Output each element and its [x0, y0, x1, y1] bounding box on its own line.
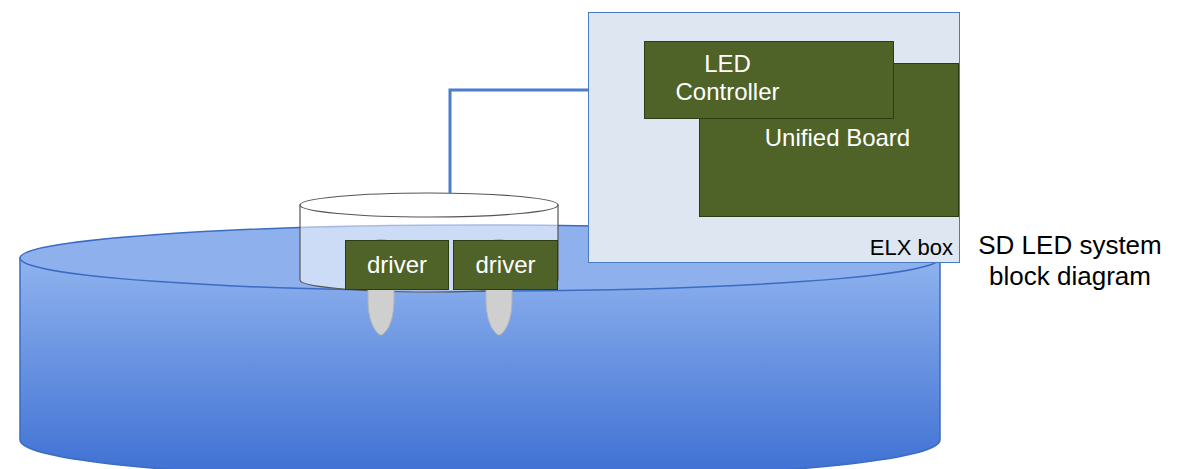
node-label: Unified Board — [730, 124, 945, 152]
controller-board: LED Controller — [644, 41, 894, 119]
driver-board: driver — [453, 240, 558, 290]
node-label: driver — [346, 241, 448, 289]
node-label: driver — [454, 241, 557, 289]
caption: SD LED system block diagram — [950, 230, 1190, 292]
driver-board: driver — [345, 240, 449, 290]
node-label: ELX box — [870, 235, 953, 260]
node-label: LED Controller — [655, 50, 800, 105]
housing-top — [300, 193, 558, 217]
enclosure-box: ELX box LED ControllerUnified Board — [588, 12, 960, 263]
housing-body — [300, 205, 558, 292]
